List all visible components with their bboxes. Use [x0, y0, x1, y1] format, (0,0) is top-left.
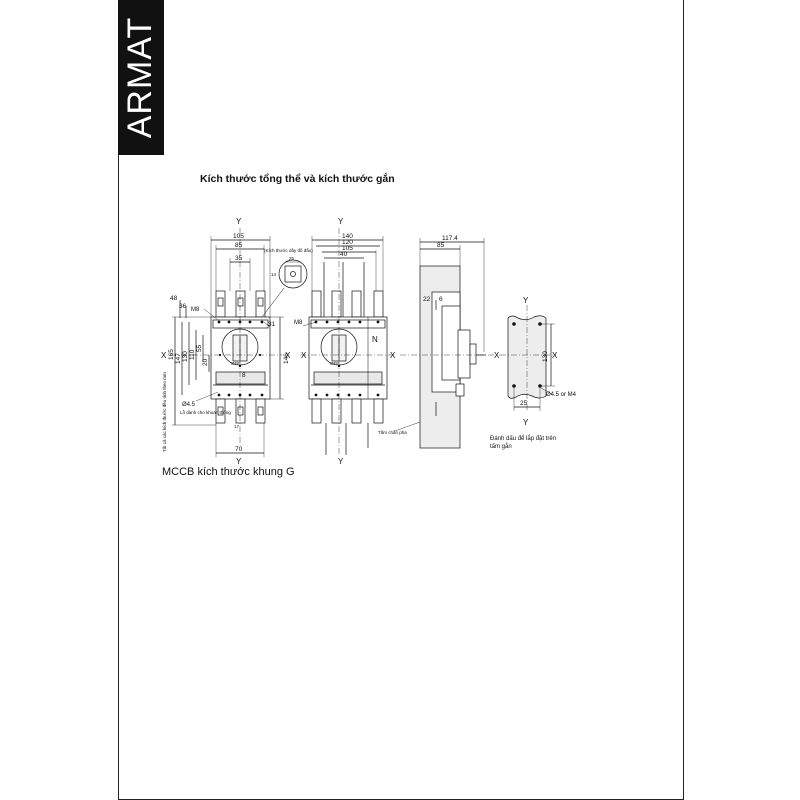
dim-70: 70: [235, 446, 243, 453]
dim-8: 8: [242, 372, 246, 379]
mounting-template: [500, 305, 556, 412]
template-note-line2: tấm gắn: [490, 443, 512, 450]
screw-label-4p: M8: [294, 320, 303, 326]
axis-y-top-3p: Y: [236, 217, 242, 226]
dim-template-25: 25: [520, 400, 528, 407]
front-4p-labels: Y Y X X 140 120 105 40 M8 OFF N: [294, 217, 396, 466]
dim-6: 6: [439, 296, 443, 303]
dim-165: 165: [168, 349, 175, 360]
dim-147: 147: [175, 353, 182, 364]
callout-dim-25: 25: [289, 256, 295, 261]
screw-label-3p: M8: [191, 307, 200, 313]
axis-y-top-template: Y: [523, 296, 529, 305]
dim-36: 36: [179, 303, 187, 310]
dim-width-105-4p: 105: [342, 245, 353, 252]
dim-side-85: 85: [437, 242, 445, 249]
dim-110: 110: [189, 349, 196, 360]
dim-width-85: 85: [235, 242, 243, 249]
axis-x-left-3p: X: [161, 351, 167, 360]
off-label-4p: OFF: [330, 361, 339, 366]
front-3p-labels: Y Y X X 105 85 35 48 36 165 147 130 110 …: [161, 217, 313, 466]
template-labels: Y Y X X 130 25 Ø4.5 or M4 Đánh dấu để lắ…: [490, 296, 577, 450]
phase-barrier-label: Tấm chắn pha: [378, 429, 407, 435]
front-view-4p: [300, 228, 396, 455]
axis-x-right-4p: X: [390, 351, 396, 360]
dim-14: 14: [271, 272, 277, 277]
axis-y-top-4p: Y: [338, 217, 344, 226]
dim-width-40: 40: [340, 251, 348, 258]
drawing-caption: MCCB kích thước khung G: [162, 466, 295, 478]
side-view: [394, 238, 500, 449]
front-view-3p: [170, 228, 308, 457]
dim-31: 31: [268, 321, 276, 328]
brand-band: [118, 0, 164, 155]
callout-note: (Kích thước dây đồ đấu): [264, 248, 313, 253]
dim-17: 17: [234, 424, 240, 429]
hole-label-template: Ø4.5 or M4: [546, 392, 577, 398]
dim-22: 22: [423, 296, 431, 303]
hole-note: Lỗ dành cho khoan thông: [180, 409, 231, 415]
dim-130: 130: [182, 351, 189, 362]
side-note: Tất cả các kích thước đều tính theo mm: [162, 372, 167, 452]
dim-width-105: 105: [233, 233, 244, 240]
axis-y-bottom-3p: Y: [236, 457, 242, 466]
axis-x-right-template: X: [552, 351, 558, 360]
axis-x-right-3p: X: [285, 351, 291, 360]
axis-x-left-template: X: [494, 351, 500, 360]
hole-label-3p: Ø4.5: [182, 402, 196, 408]
neutral-label: N: [372, 335, 378, 344]
drawing-sheet: [118, 0, 684, 800]
side-view-labels: 117.4 85 22 6 Tấm chắn pha: [378, 235, 458, 435]
off-label-3p: OFF: [231, 361, 240, 366]
axis-y-bottom-template: Y: [523, 418, 529, 427]
dim-48: 48: [170, 295, 178, 302]
drawing-heading: Kích thước tổng thể và kích thước gắn: [200, 173, 395, 185]
dim-width-35: 35: [235, 255, 243, 262]
dim-20: 20: [202, 358, 209, 366]
dim-117-4: 117.4: [442, 235, 458, 242]
template-note-line1: Đánh dấu để lắp đặt trên: [490, 435, 556, 442]
dim-55: 55: [196, 344, 203, 352]
axis-y-bottom-4p: Y: [338, 457, 344, 466]
dim-width-140: 140: [342, 233, 353, 240]
dim-template-130: 130: [542, 351, 549, 362]
dim-146: 146: [283, 353, 290, 364]
dim-width-120: 120: [342, 239, 353, 246]
axis-x-left-4p: X: [301, 351, 307, 360]
